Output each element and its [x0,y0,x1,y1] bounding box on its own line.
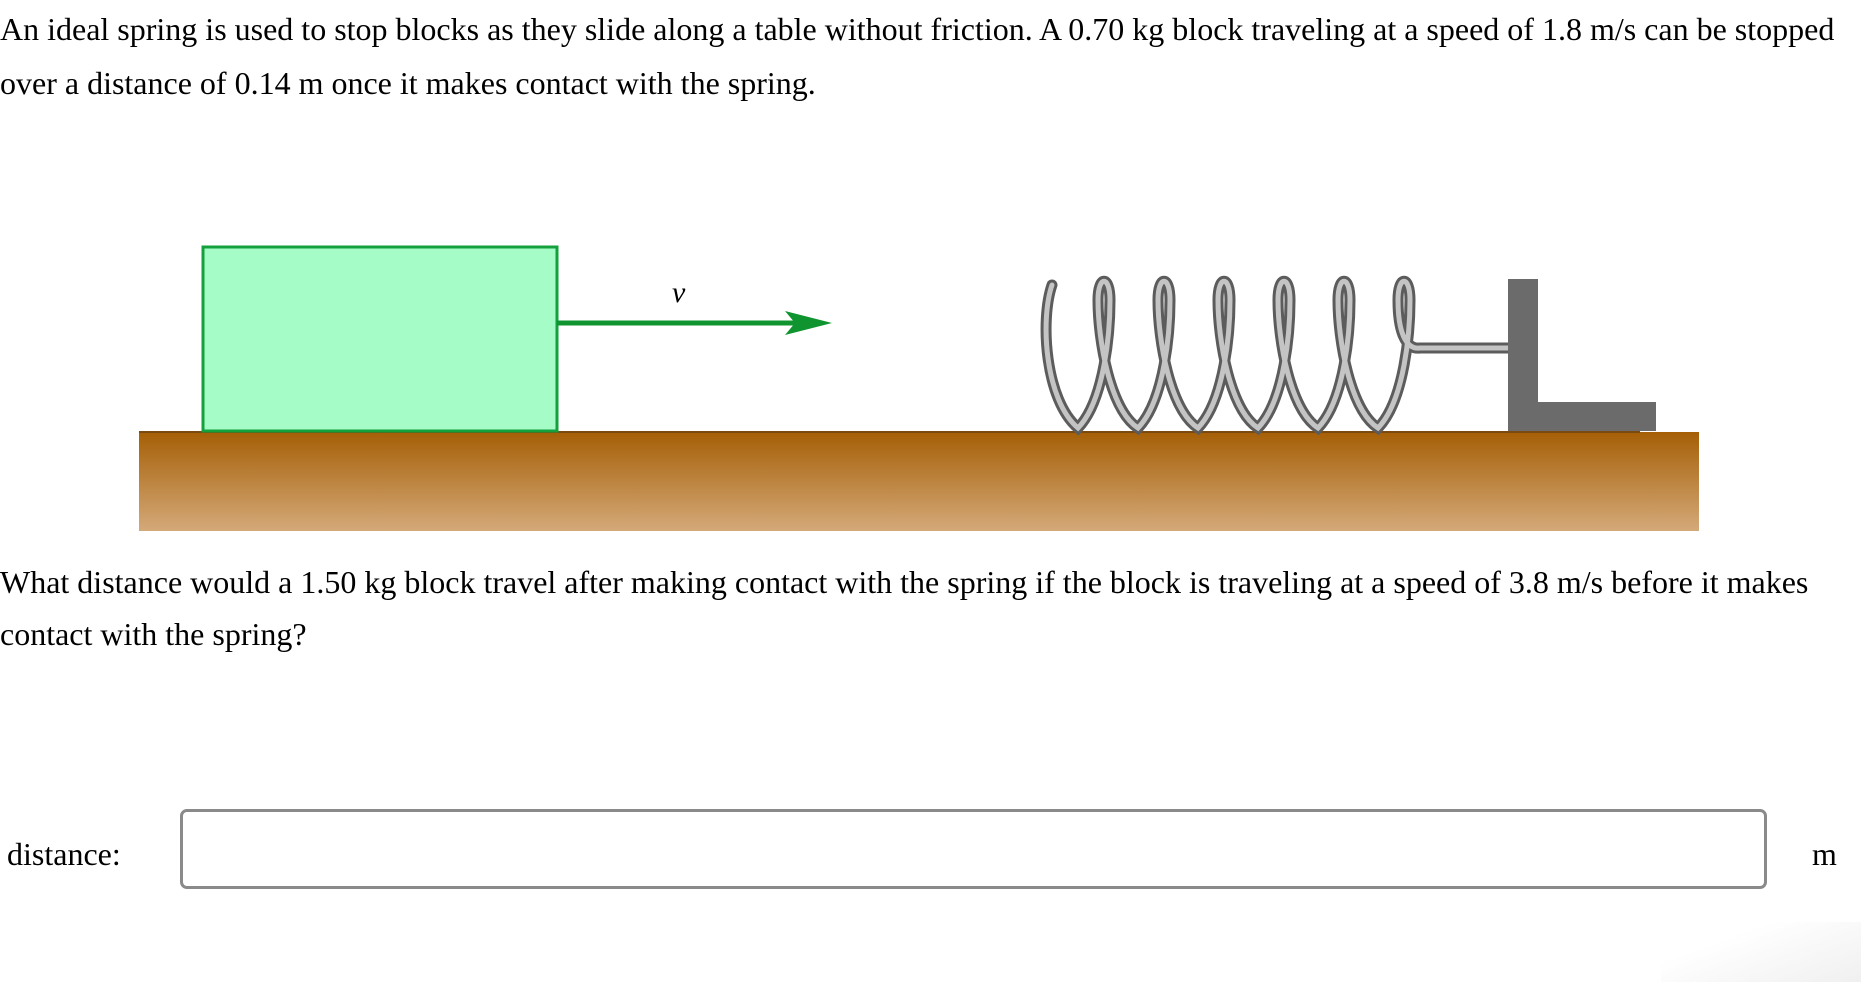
wall-stop [1508,279,1656,431]
spring [1040,275,1522,436]
velocity-label: v [672,276,686,309]
distance-input[interactable] [180,809,1767,889]
problem-statement: An ideal spring is used to stop blocks a… [0,11,1835,101]
distance-label: distance: [7,836,121,872]
corner-shade [1661,922,1861,982]
unit-label: m [1812,836,1837,872]
question-text: What distance would a 1.50 kg block trav… [0,564,1809,652]
velocity-arrow [557,311,832,335]
spring-block-diagram: v [139,245,1699,531]
table [139,432,1699,531]
block [201,245,559,433]
